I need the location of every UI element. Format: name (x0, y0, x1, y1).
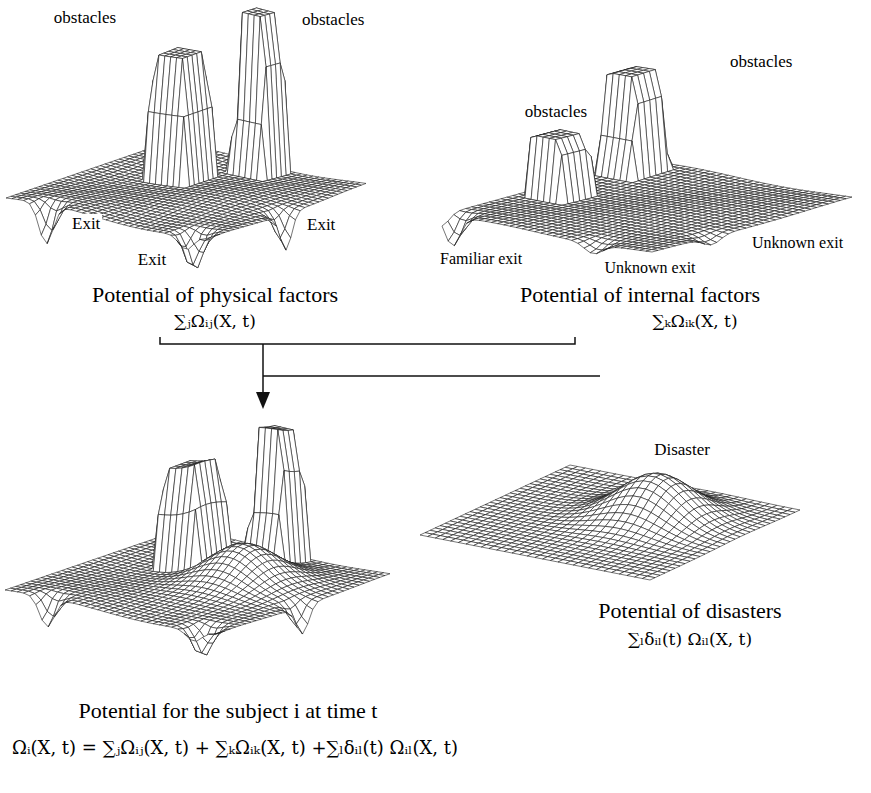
figure: obstaclesobstaclesExitExitExitPotential … (0, 0, 871, 793)
